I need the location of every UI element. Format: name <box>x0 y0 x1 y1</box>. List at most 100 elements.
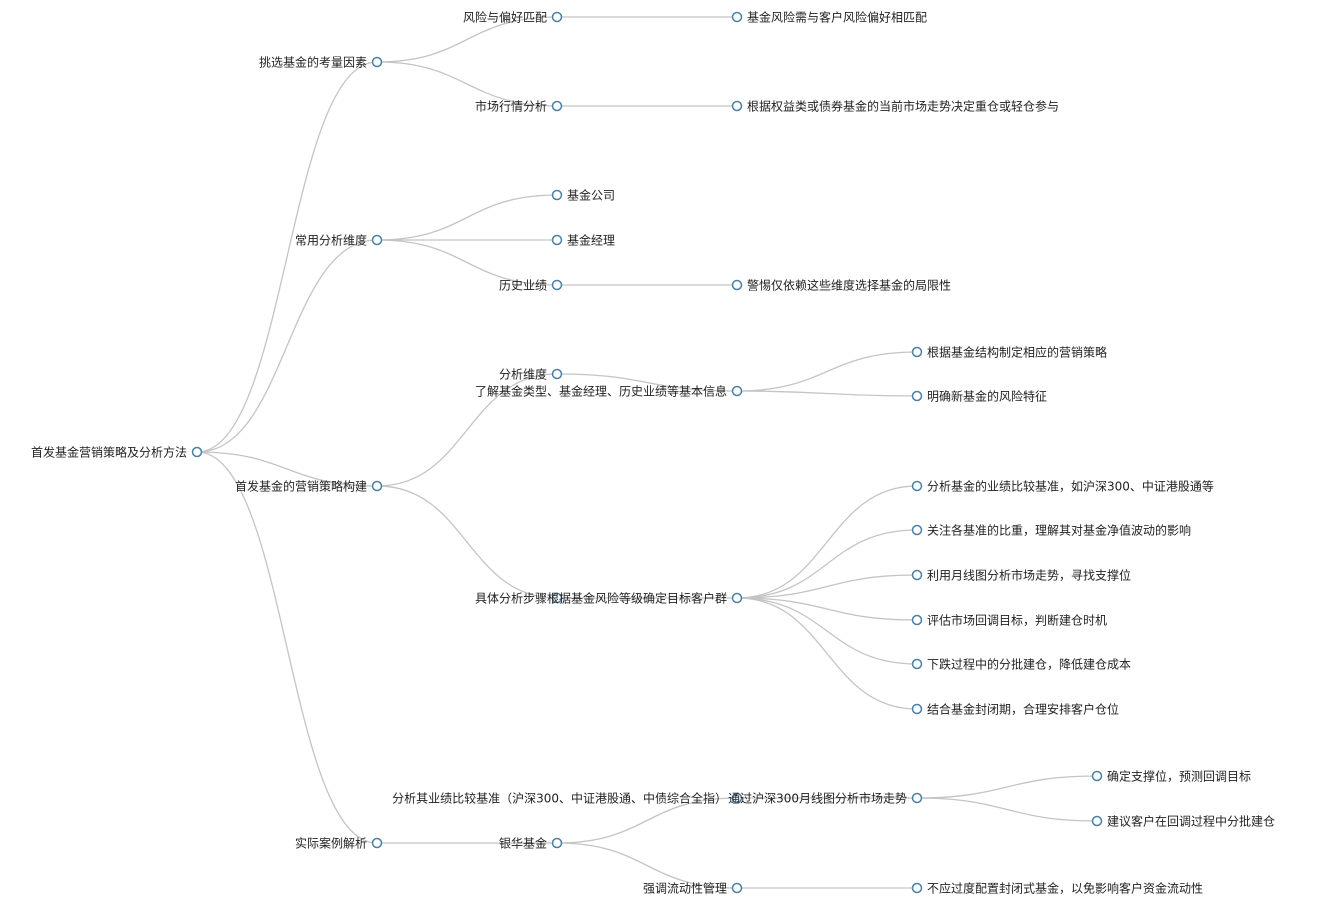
node-toggle-circle[interactable] <box>731 11 743 23</box>
tree-node-n3b1e[interactable]: 下跌过程中的分批建仓，降低建仓成本 <box>911 657 1132 672</box>
node-toggle-circle[interactable] <box>371 837 383 849</box>
tree-node-n2c1[interactable]: 警惕仅依赖这些维度选择基金的局限性 <box>731 278 952 293</box>
tree-node-n4a1a2[interactable]: 建议客户在回调过程中分批建仓 <box>1091 814 1276 829</box>
tree-node-n2[interactable]: 常用分析维度 <box>295 233 383 248</box>
tree-node-n1b1[interactable]: 根据权益类或债券基金的当前市场走势决定重仓或轻仓参与 <box>731 99 1060 114</box>
node-toggle-circle[interactable] <box>911 882 923 894</box>
node-label: 了解基金类型、基金经理、历史业绩等基本信息 <box>475 384 727 399</box>
node-toggle-circle[interactable] <box>371 234 383 246</box>
node-label: 结合基金封闭期，合理安排客户仓位 <box>927 702 1119 717</box>
tree-link <box>376 194 558 241</box>
node-toggle-circle[interactable] <box>1091 815 1103 827</box>
node-toggle-circle[interactable] <box>911 524 923 536</box>
node-toggle-circle[interactable] <box>551 592 563 604</box>
node-label: 历史业绩 <box>499 279 547 293</box>
node-label: 市场行情分析 <box>475 99 547 114</box>
tree-node-n4a1a[interactable]: 通过沪深300月线图分析市场走势 <box>728 791 923 806</box>
node-label: 实际案例解析 <box>295 836 367 851</box>
tree-link <box>556 797 738 844</box>
tree-node-n3a1a[interactable]: 根据基金结构制定相应的营销策略 <box>911 345 1108 360</box>
tree-node-n3a[interactable]: 分析维度 <box>499 367 563 382</box>
tree-node-n1a[interactable]: 风险与偏好匹配 <box>463 10 563 25</box>
tree-node-n3[interactable]: 首发基金的营销策略构建 <box>235 479 383 494</box>
tree-node-n4a2a[interactable]: 不应过度配置封闭式基金，以免影响客户资金流动性 <box>911 881 1204 896</box>
node-toggle-circle[interactable] <box>191 446 203 458</box>
tree-node-n3b1c[interactable]: 利用月线图分析市场走势，寻找支撑位 <box>911 568 1132 583</box>
node-label: 基金风险需与客户风险偏好相匹配 <box>747 10 927 25</box>
node-toggle-circle[interactable] <box>1091 770 1103 782</box>
node-toggle-circle[interactable] <box>371 480 383 492</box>
node-toggle-circle[interactable] <box>551 11 563 23</box>
tree-node-n3b1[interactable]: 根据基金风险等级确定目标客户群 <box>547 591 743 606</box>
tree-node-n1a1[interactable]: 基金风险需与客户风险偏好相匹配 <box>731 10 928 25</box>
tree-node-n4[interactable]: 实际案例解析 <box>295 836 383 851</box>
node-label: 挑选基金的考量因素 <box>259 55 367 70</box>
tree-link <box>736 597 918 621</box>
tree-link <box>376 61 558 107</box>
node-toggle-circle[interactable] <box>551 368 563 380</box>
node-label: 分析基金的业绩比较基准，如沪深300、中证港股通等 <box>927 479 1214 494</box>
tree-link <box>736 390 918 397</box>
node-toggle-circle[interactable] <box>911 346 923 358</box>
node-label: 下跌过程中的分批建仓，降低建仓成本 <box>927 657 1131 672</box>
tree-link <box>916 797 1098 822</box>
node-toggle-circle[interactable] <box>731 100 743 112</box>
tree-node-n2c[interactable]: 历史业绩 <box>499 279 563 293</box>
node-toggle-circle[interactable] <box>911 792 923 804</box>
tree-node-n3b1f[interactable]: 结合基金封闭期，合理安排客户仓位 <box>911 702 1120 717</box>
tree-node-n2b[interactable]: 基金经理 <box>551 233 616 248</box>
tree-node-n4a[interactable]: 银华基金 <box>499 836 563 851</box>
node-label: 根据权益类或债券基金的当前市场走势决定重仓或轻仓参与 <box>747 99 1059 114</box>
tree-link <box>736 351 918 392</box>
node-label: 银华基金 <box>499 836 547 851</box>
tree-link <box>196 239 378 453</box>
tree-node-n3b[interactable]: 具体分析步骤 <box>475 592 563 606</box>
tree-link <box>736 529 918 599</box>
tree-node-root[interactable]: 首发基金营销策略及分析方法 <box>31 445 203 460</box>
node-label: 基金公司 <box>567 188 615 203</box>
link-layer <box>196 16 1098 889</box>
node-toggle-circle[interactable] <box>551 837 563 849</box>
node-label: 根据基金风险等级确定目标客户群 <box>547 591 727 606</box>
node-toggle-circle[interactable] <box>911 390 923 402</box>
node-toggle-circle[interactable] <box>731 385 743 397</box>
tree-node-n3b1a[interactable]: 分析基金的业绩比较基准，如沪深300、中证港股通等 <box>911 479 1214 494</box>
node-toggle-circle[interactable] <box>551 189 563 201</box>
tree-node-n4a2[interactable]: 强调流动性管理 <box>643 881 743 896</box>
node-layer: 首发基金营销策略及分析方法 挑选基金的考量因素 风险与偏好匹配 基金风险需与客户风险偏… <box>31 10 1275 896</box>
node-toggle-circle[interactable] <box>911 703 923 715</box>
tree-node-n2a[interactable]: 基金公司 <box>551 188 616 203</box>
node-toggle-circle[interactable] <box>371 56 383 68</box>
node-label: 通过沪深300月线图分析市场走势 <box>728 791 907 806</box>
tree-node-n4a1[interactable]: 分析其业绩比较基准（沪深300、中证港股通、中债综合全指） <box>392 791 743 806</box>
tree-node-n3a1[interactable]: 了解基金类型、基金经理、历史业绩等基本信息 <box>475 384 743 399</box>
node-toggle-circle[interactable] <box>551 234 563 246</box>
node-toggle-circle[interactable] <box>731 279 743 291</box>
tree-link <box>196 61 378 453</box>
tree-node-n1[interactable]: 挑选基金的考量因素 <box>259 55 383 70</box>
node-toggle-circle[interactable] <box>911 569 923 581</box>
node-toggle-circle[interactable] <box>731 792 743 804</box>
node-toggle-circle[interactable] <box>731 882 743 894</box>
node-label: 首发基金营销策略及分析方法 <box>31 445 187 460</box>
node-label: 风险与偏好匹配 <box>463 10 547 25</box>
tree-node-n3a1b[interactable]: 明确新基金的风险特征 <box>911 389 1048 404</box>
node-toggle-circle[interactable] <box>911 658 923 670</box>
tree-link <box>736 574 918 599</box>
node-toggle-circle[interactable] <box>911 480 923 492</box>
tree-node-n3b1b[interactable]: 关注各基准的比重，理解其对基金净值波动的影响 <box>911 523 1192 538</box>
node-toggle-circle[interactable] <box>911 614 923 626</box>
tree-link <box>556 842 738 889</box>
node-toggle-circle[interactable] <box>551 100 563 112</box>
node-label: 分析其业绩比较基准（沪深300、中证港股通、中债综合全指） <box>392 791 727 806</box>
tree-node-n4a1a1[interactable]: 确定支撑位，预测回调目标 <box>1091 769 1252 784</box>
node-toggle-circle[interactable] <box>731 592 743 604</box>
node-label: 关注各基准的比重，理解其对基金净值波动的影响 <box>927 523 1191 538</box>
node-label: 常用分析维度 <box>295 233 367 248</box>
tree-node-n3b1d[interactable]: 评估市场回调目标，判断建仓时机 <box>911 613 1108 628</box>
node-label: 根据基金结构制定相应的营销策略 <box>927 345 1107 360</box>
tree-link <box>376 373 558 487</box>
tree-node-n1b[interactable]: 市场行情分析 <box>475 99 563 114</box>
tree-link <box>916 775 1098 799</box>
node-toggle-circle[interactable] <box>551 279 563 291</box>
